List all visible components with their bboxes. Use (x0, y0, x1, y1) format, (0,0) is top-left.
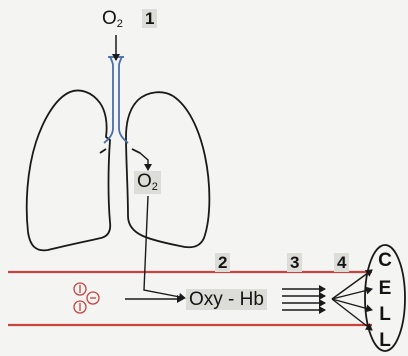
red-blood-cells (74, 283, 99, 313)
step-4-label: 4 (334, 253, 349, 272)
o2-lung-label: O2 (134, 171, 161, 194)
lungs (27, 90, 210, 250)
cell-letter-c: C (375, 251, 395, 270)
right-lung (126, 92, 209, 247)
trachea (104, 56, 128, 143)
step-1-label: 1 (142, 9, 157, 28)
cell-letter-e: E (375, 279, 395, 298)
o2-atmosphere-label: O2 (102, 9, 123, 30)
o2-to-blood-arrow (144, 196, 185, 298)
oxy-hb-label: Oxy - Hb (186, 289, 267, 310)
oxyhb-to-cell-arrows (282, 289, 325, 310)
cell-letter-l-2: L (375, 331, 395, 350)
step-2-label: 2 (215, 253, 230, 272)
left-lung (27, 90, 111, 250)
step-3-label: 3 (287, 253, 302, 272)
cell-letter-l-1: L (375, 305, 395, 324)
